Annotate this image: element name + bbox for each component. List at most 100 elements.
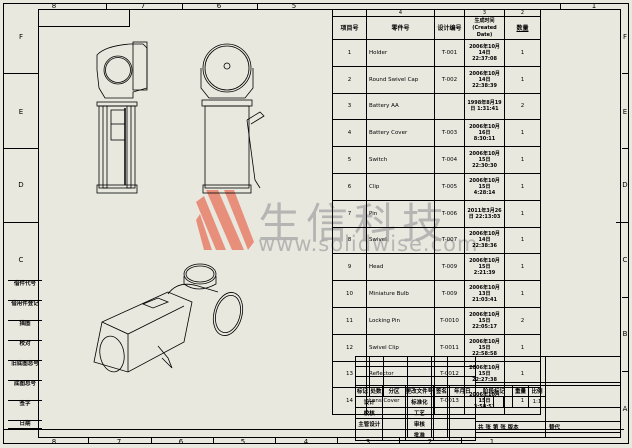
created-date-cell: 2006年10月15日 2:21:39: [464, 253, 505, 282]
side-item: 日期: [8, 420, 42, 429]
part-name-cell: Head: [366, 253, 435, 282]
created-date-cell: 2006年10月15日 22:27:38: [464, 360, 505, 389]
part-name-cell: Locking Pin: [366, 306, 435, 335]
zone-top-6: 6: [216, 2, 222, 10]
quantity-cell: 1: [504, 280, 541, 308]
quantity-cell: 1: [504, 199, 541, 228]
rev-header: 处数: [368, 385, 384, 397]
bom-zone-cell: [332, 9, 367, 17]
drawing-title-table: 替代: [545, 385, 621, 433]
design-no-cell: T-005: [434, 172, 465, 201]
created-date-cell: 2011年3月26日 22:13:03: [464, 199, 505, 228]
rev-header: 签名: [433, 385, 450, 397]
version-label: 版本: [507, 425, 519, 431]
zone-divider: [213, 438, 214, 444]
weight-label: 重量: [512, 385, 529, 397]
quantity-cell: 2: [504, 306, 541, 335]
bom-header-row: 项目号 零件号 设计编号 生成时间 (Created Date) 数量: [332, 16, 541, 40]
side-item: 描图: [8, 320, 42, 328]
part-name-cell: Swivel: [366, 226, 435, 255]
part-name-cell: Holder: [366, 39, 435, 67]
zone-divider: [616, 222, 629, 223]
sign-value[interactable]: [382, 407, 406, 419]
stage-cell[interactable]: [502, 396, 514, 408]
sign-value[interactable]: [448, 418, 477, 430]
side-item: 签字: [8, 400, 42, 408]
rev-header: 更改文件号: [404, 385, 435, 397]
orthographic-views: [96, 41, 265, 194]
zone-divider: [88, 438, 89, 444]
zone-right-F: F: [622, 33, 628, 41]
sign-value[interactable]: [382, 396, 406, 408]
zone-divider: [622, 297, 629, 298]
sign-value[interactable]: [382, 418, 406, 430]
created-date-cell: 2006年10月14日 22:37:08: [464, 39, 505, 67]
zone-bottom-6: 6: [178, 438, 184, 446]
zone-top-1: 1: [591, 2, 597, 10]
drawing-outer-border: [3, 3, 629, 444]
zone-right-D: D: [622, 181, 628, 189]
zone-divider: [4, 222, 38, 223]
quantity-cell: 1: [504, 226, 541, 255]
part-name-cell: Switch: [366, 146, 435, 174]
reverse-title-box: [39, 9, 130, 27]
drawing-number-cell[interactable]: [545, 385, 621, 408]
zone-divider: [622, 371, 629, 372]
stage-cell[interactable]: [493, 396, 504, 408]
design-no-cell: T-0010: [434, 306, 465, 335]
side-item: 借件代号: [8, 280, 42, 288]
item-no-cell: 10: [332, 280, 367, 308]
part-name-cell: Pin: [366, 199, 435, 228]
drawing-inner-border: [38, 9, 621, 438]
zone-divider: [399, 438, 400, 444]
sign-label: 批准: [404, 429, 435, 441]
design-no-cell: T-007: [434, 226, 465, 255]
sign-value[interactable]: [433, 396, 450, 408]
header-item-no: 项目号: [332, 16, 367, 40]
rev-header: 标记: [355, 385, 370, 397]
design-no-cell: T-002: [434, 65, 465, 94]
item-no-cell: 8: [332, 226, 367, 255]
sign-value[interactable]: [433, 407, 450, 419]
sign-value[interactable]: [448, 396, 477, 408]
sign-value[interactable]: [448, 429, 477, 441]
sign-label: 设计: [354, 396, 384, 408]
sign-row: 批准: [354, 429, 477, 441]
zone-right-C: C: [622, 256, 628, 264]
design-no-cell: [434, 92, 465, 121]
side-view: [96, 41, 148, 194]
sign-row: 校核 工艺: [354, 407, 477, 419]
design-no-cell: T-004: [434, 146, 465, 174]
sign-value[interactable]: [433, 418, 450, 430]
sign-value[interactable]: [448, 407, 477, 419]
sign-value[interactable]: [433, 429, 450, 441]
created-date-cell: 2006年10月15日 22:30:30: [464, 146, 505, 174]
zone-divider: [257, 3, 258, 9]
zone-divider: [106, 3, 107, 9]
stage-cell[interactable]: [484, 396, 495, 408]
created-date-cell: 2006年10月14日 22:38:36: [464, 226, 505, 255]
zone-left-D: D: [18, 181, 24, 189]
sign-value[interactable]: [382, 429, 406, 441]
stage-cell[interactable]: [474, 396, 486, 408]
quantity-cell: 1: [504, 253, 541, 282]
quantity-cell: 1: [504, 119, 541, 148]
revision-table: 标记 处数 分区 更改文件号 签名 年月日 设计 标准化 校核 工艺 主管设计 …: [354, 385, 477, 441]
zone-divider: [275, 438, 276, 444]
weight-value[interactable]: [512, 396, 529, 408]
stage-table: 阶段标记 重量 比例 1:1 共 张 第 张 版本: [474, 385, 546, 433]
sign-label: 审核: [404, 418, 435, 430]
bom-zone-cell: [434, 9, 465, 17]
header-design-no: 设计编号: [434, 16, 465, 40]
header-part-no: 零件号: [366, 16, 435, 40]
side-item: 旧底图总号: [8, 360, 42, 368]
design-no-cell: T-009: [434, 253, 465, 282]
sign-row: 设计 标准化: [354, 396, 477, 408]
zone-bottom-3: 3: [365, 438, 371, 446]
